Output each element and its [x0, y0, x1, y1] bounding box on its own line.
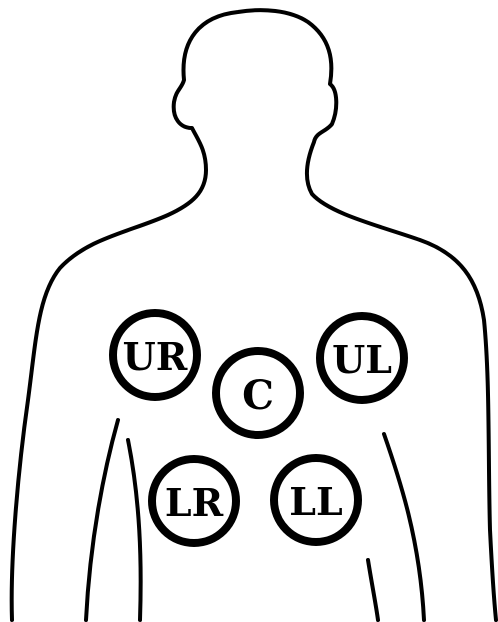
arm-inner-line-left — [86, 420, 118, 620]
marker-c: C — [216, 351, 300, 435]
marker-ur: UR — [113, 313, 197, 397]
marker-ur-label: UR — [123, 334, 188, 379]
arm-inner-line-right-lower — [368, 560, 378, 620]
marker-ul: UL — [320, 316, 404, 400]
body-silhouette-outline — [12, 10, 496, 620]
marker-ll-label: LL — [289, 479, 342, 524]
arm-inner-line-right — [384, 434, 424, 620]
marker-c-label: C — [242, 372, 274, 419]
marker-ul-label: UL — [332, 337, 392, 382]
arm-inner-line-left-lower — [128, 440, 141, 620]
marker-lr: LR — [152, 459, 236, 543]
marker-ll: LL — [274, 458, 358, 542]
marker-lr-label: LR — [165, 480, 224, 525]
